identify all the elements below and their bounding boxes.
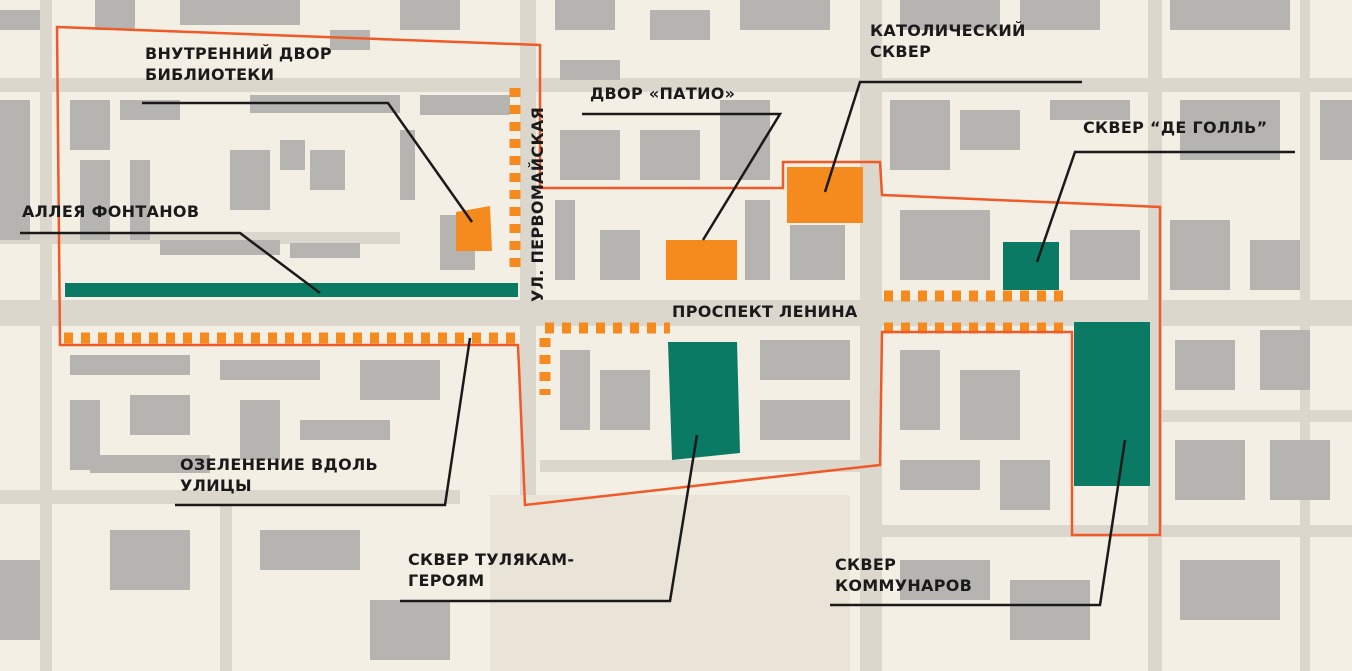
- label-line: УЛИЦЫ: [180, 476, 252, 495]
- label-tula-heroes: СКВЕР ТУЛЯКАМ- ГЕРОЯМ: [408, 549, 574, 591]
- label-street-greening: ОЗЕЛЕНЕНИЕ ВДОЛЬ УЛИЦЫ: [180, 454, 378, 496]
- label-line: КАТОЛИЧЕСКИЙ: [870, 21, 1026, 40]
- label-pervomayskaya-street: УЛ. ПЕРВОМАЙСКАЯ: [528, 106, 547, 302]
- library-yard-zone: [456, 206, 492, 251]
- label-fountain-alley: АЛЛЕЯ ФОНТАНОВ: [22, 202, 200, 221]
- label-line: СКВЕР: [835, 555, 897, 574]
- label-line: КОММУНАРОВ: [835, 576, 973, 595]
- patio-zone: [666, 240, 737, 280]
- leader-lines: [20, 80, 1295, 607]
- catholic-square-zone: [787, 167, 863, 223]
- label-line: ВНУТРЕННИЙ ДВОР: [145, 44, 332, 63]
- open-area: [490, 495, 850, 671]
- orange-zones: [456, 167, 863, 280]
- green-zones: [65, 242, 1150, 486]
- planned-greening-dashes: [64, 88, 1070, 395]
- label-line: ГЕРОЯМ: [408, 571, 485, 590]
- label-lenin-avenue: ПРОСПЕКТ ЛЕНИНА: [672, 302, 858, 321]
- label-line: СКВЕР ТУЛЯКАМ-: [408, 550, 575, 569]
- label-communards: СКВЕР КОММУНАРОВ: [835, 554, 972, 596]
- label-line: БИБЛИОТЕКИ: [145, 65, 275, 84]
- tula-heroes-zone: [668, 342, 740, 460]
- label-patio: ДВОР «ПАТИО»: [590, 84, 736, 103]
- label-de-gaulle: СКВЕР “ДЕ ГОЛЛЬ”: [1083, 118, 1268, 137]
- label-library-yard: ВНУТРЕННИЙ ДВОР БИБЛИОТЕКИ: [145, 43, 332, 85]
- label-line: СКВЕР: [870, 42, 932, 61]
- label-catholic-square: КАТОЛИЧЕСКИЙ СКВЕР: [870, 20, 1026, 62]
- label-line: ОЗЕЛЕНЕНИЕ ВДОЛЬ: [180, 455, 379, 474]
- fountain-alley-zone: [65, 283, 518, 297]
- project-boundary: [55, 25, 1162, 537]
- de-gaulle-zone: [1003, 242, 1059, 290]
- communards-zone: [1074, 322, 1150, 486]
